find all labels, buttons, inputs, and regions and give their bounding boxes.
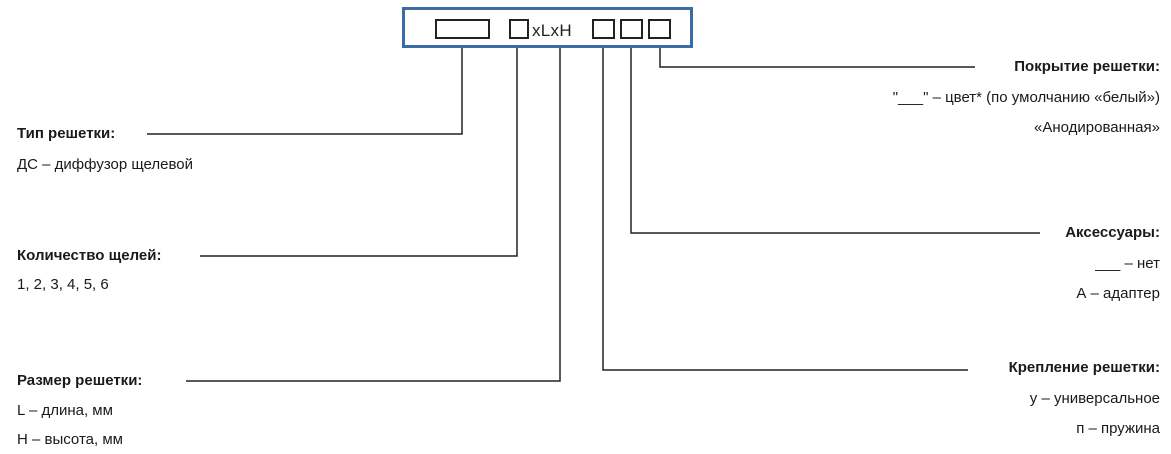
mounting-line-2: п – пружина bbox=[1076, 420, 1160, 437]
coating-line-2: «Анодированная» bbox=[1034, 119, 1160, 136]
type-title: Тип решетки: bbox=[17, 125, 116, 142]
size-line-1: L – длина, мм bbox=[17, 402, 113, 419]
slots-line-1: 1, 2, 3, 4, 5, 6 bbox=[17, 276, 109, 293]
size-line-2: H – высота, мм bbox=[17, 431, 123, 448]
code-box-coating bbox=[648, 19, 671, 39]
mounting-line-1: у – универсальное bbox=[1029, 390, 1160, 407]
accessories-line-1: ___ – нет bbox=[1095, 255, 1160, 272]
connector-type bbox=[147, 48, 463, 135]
code-box-accessories bbox=[620, 19, 643, 39]
slots-title: Количество щелей: bbox=[17, 247, 162, 264]
code-box-type bbox=[435, 19, 490, 39]
coating-title: Покрытие решетки: bbox=[1014, 58, 1160, 75]
connector-accessories bbox=[630, 48, 1040, 234]
connector-coating bbox=[659, 48, 975, 68]
size-title: Размер решетки: bbox=[17, 372, 143, 389]
coating-line-1: "___" – цвет* (по умолчанию «белый») bbox=[892, 89, 1160, 106]
code-size-text: xLxH bbox=[532, 21, 572, 40]
connector-mounting bbox=[602, 48, 968, 371]
connector-size bbox=[186, 48, 561, 382]
accessories-title: Аксессуары: bbox=[1065, 224, 1160, 241]
mounting-title: Крепление решетки: bbox=[1008, 359, 1160, 376]
type-line-1: ДС – диффузор щелевой bbox=[17, 156, 194, 173]
accessories-line-2: А – адаптер bbox=[1076, 285, 1160, 302]
code-box-mounting bbox=[592, 19, 615, 39]
model-code-frame: xLxH bbox=[402, 7, 693, 48]
connector-slots bbox=[200, 48, 518, 257]
code-box-slots bbox=[509, 19, 529, 39]
